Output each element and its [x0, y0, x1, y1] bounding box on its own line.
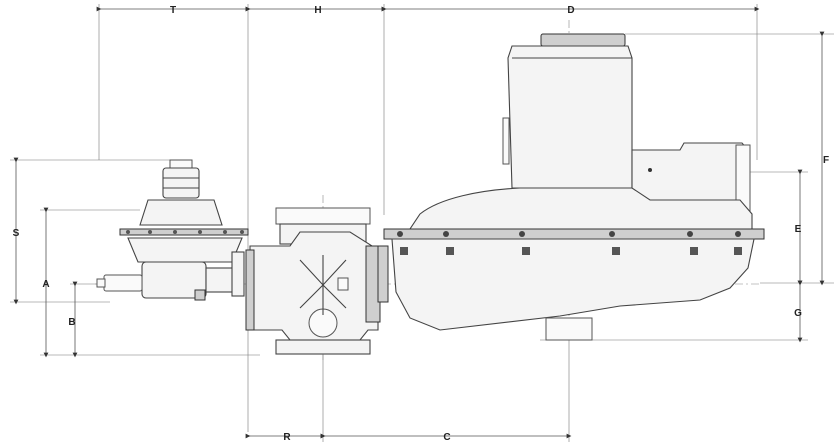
pilot-regulator	[96, 159, 249, 301]
main-actuator	[377, 33, 765, 341]
label-B: B	[68, 317, 75, 328]
label-R: R	[283, 432, 291, 442]
label-E: E	[795, 224, 802, 235]
label-T: T	[170, 5, 176, 16]
label-F: F	[823, 155, 829, 166]
label-S: S	[13, 228, 20, 239]
label-C: C	[443, 432, 450, 442]
label-D: D	[567, 5, 574, 16]
label-H: H	[314, 5, 321, 16]
dimension-labels: T H D F S E A B G R C	[13, 5, 829, 442]
label-G: G	[794, 308, 802, 319]
valve-body	[245, 207, 381, 355]
label-A: A	[42, 279, 49, 290]
